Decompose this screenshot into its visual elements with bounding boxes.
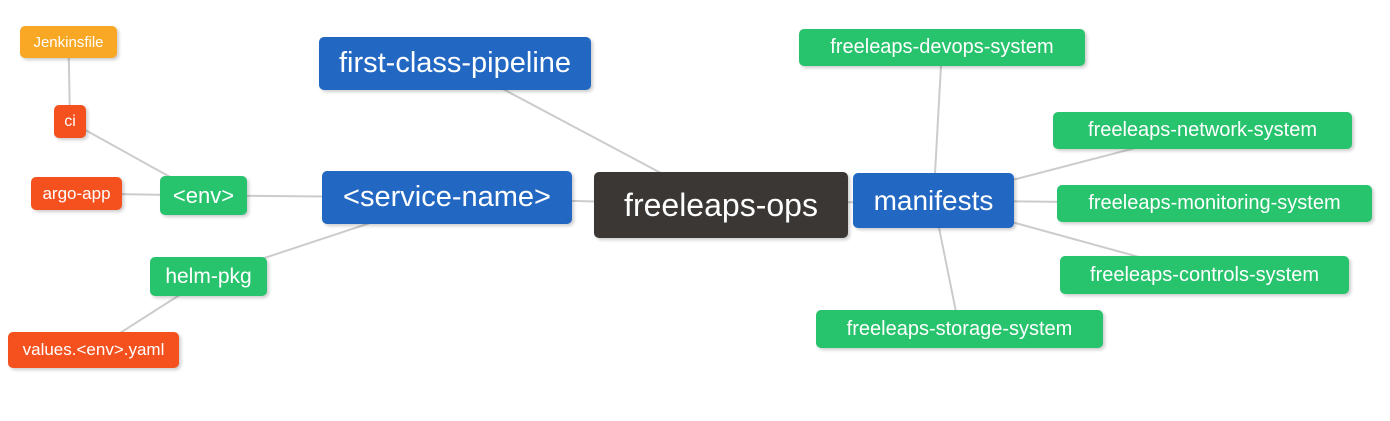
node-devops-system[interactable]: freeleaps-devops-system (799, 29, 1085, 66)
node-first-class-pipeline[interactable]: first-class-pipeline (319, 37, 591, 90)
node-monitoring-system[interactable]: freeleaps-monitoring-system (1057, 185, 1372, 222)
node-env[interactable]: <env> (160, 176, 247, 215)
node-network-system[interactable]: freeleaps-network-system (1053, 112, 1352, 149)
node-controls-system[interactable]: freeleaps-controls-system (1060, 256, 1349, 294)
node-argo-app[interactable]: argo-app (31, 177, 122, 210)
node-values-env-yaml[interactable]: values.<env>.yaml (8, 332, 179, 368)
node-manifests[interactable]: manifests (853, 173, 1014, 228)
node-jenkinsfile[interactable]: Jenkinsfile (20, 26, 117, 58)
node-freeleaps-ops[interactable]: freeleaps-ops (594, 172, 848, 238)
node-helm-pkg[interactable]: helm-pkg (150, 257, 267, 296)
node-ci[interactable]: ci (54, 105, 86, 138)
node-storage-system[interactable]: freeleaps-storage-system (816, 310, 1103, 348)
node-service-name[interactable]: <service-name> (322, 171, 572, 224)
